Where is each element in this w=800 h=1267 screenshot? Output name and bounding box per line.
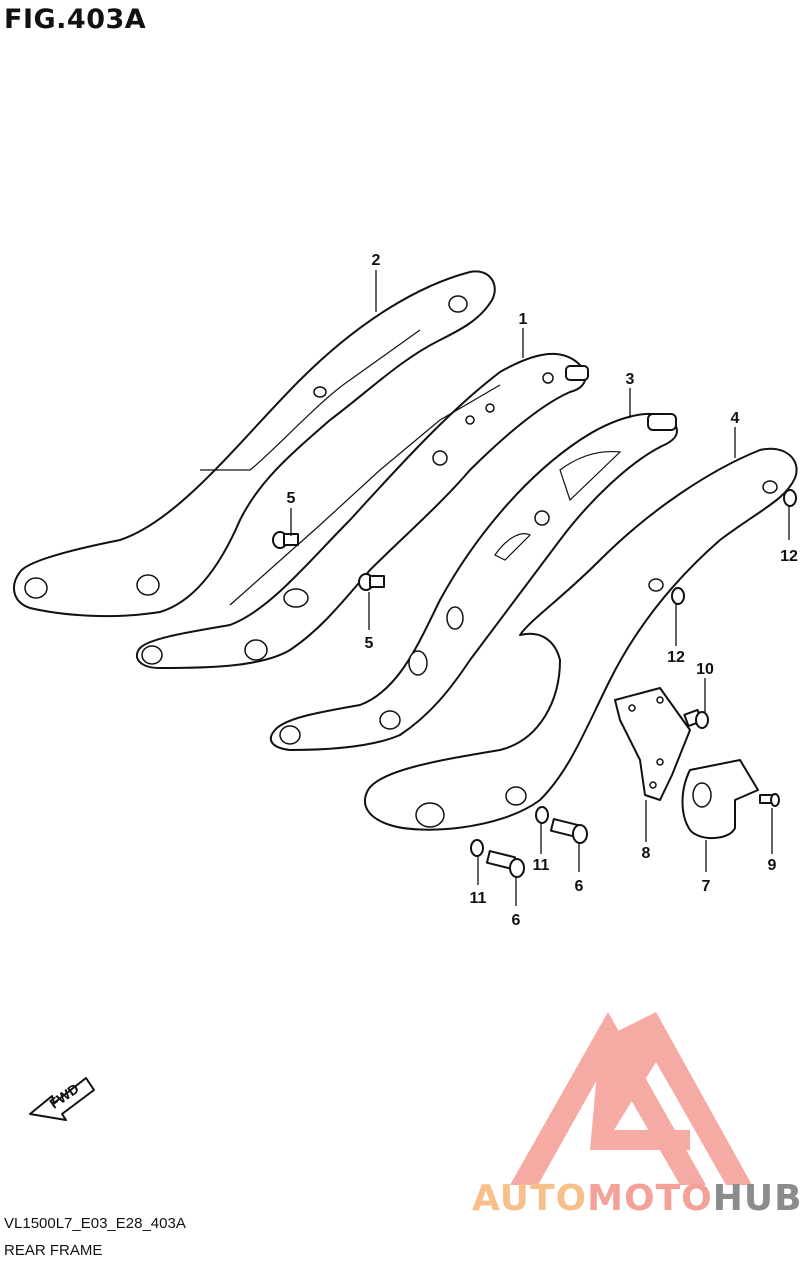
- callout-8: 8: [642, 845, 651, 862]
- callout-9: 9: [768, 857, 777, 874]
- watermark-wordmark: AUTOMOTOHUB: [472, 1178, 800, 1219]
- callout-10: 10: [696, 661, 714, 678]
- model-code: VL1500L7_E03_E28_403A: [4, 1215, 186, 1232]
- fwd-arrow: FWD: [29, 1077, 95, 1121]
- watermark-word-moto: MOTO: [587, 1178, 713, 1219]
- figure-name: REAR FRAME: [4, 1242, 103, 1259]
- bolt-part-9: [759, 793, 780, 807]
- callout-6-right: 6: [575, 878, 584, 895]
- callout-7: 7: [702, 878, 711, 895]
- callout-5-upper: 5: [287, 490, 296, 507]
- leader-lines: [290, 270, 790, 906]
- washer-part-12-lower: [671, 587, 685, 605]
- callout-5-lower: 5: [365, 635, 374, 652]
- figure-title: FIG.403A: [4, 4, 147, 35]
- bolt-part-6-right: [549, 818, 588, 844]
- frame-part-3: [270, 412, 678, 751]
- callout-3: 3: [626, 371, 635, 388]
- callout-4: 4: [731, 410, 740, 427]
- washer-part-12-upper: [783, 489, 797, 507]
- callout-2: 2: [372, 252, 381, 269]
- mount-part-7: [681, 759, 759, 839]
- washer-part-11-left: [470, 839, 484, 857]
- watermark-word-auto: AUTO: [472, 1178, 588, 1219]
- bracket-part-8: [614, 687, 691, 801]
- callout-6-left: 6: [512, 912, 521, 929]
- frame-part-4: [363, 447, 798, 831]
- callout-12-upper: 12: [780, 548, 798, 565]
- watermark-logo-mark: [510, 1012, 752, 1185]
- bolt-part-6-left: [485, 850, 525, 878]
- callout-1: 1: [519, 311, 528, 328]
- callout-11-right: 11: [533, 857, 550, 874]
- bolt-part-5-lower: [358, 573, 385, 591]
- frame-part-1: [135, 352, 589, 669]
- frame-part-2: [13, 270, 496, 618]
- washer-part-11-right: [535, 806, 549, 824]
- callout-12-lower: 12: [667, 649, 685, 666]
- callout-11-left: 11: [470, 890, 487, 907]
- bolt-part-10: [683, 708, 709, 729]
- bolt-part-5-upper: [272, 531, 299, 549]
- watermark-word-hub: HUB: [712, 1178, 800, 1219]
